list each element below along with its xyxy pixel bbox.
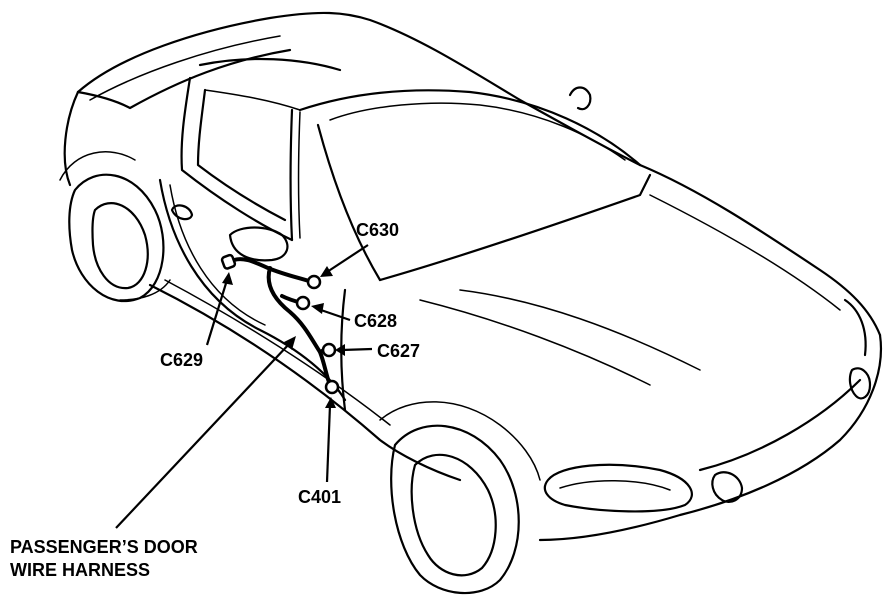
label-c627: C627 <box>377 341 421 361</box>
label-c628: C628 <box>354 311 398 331</box>
label-c629: C629 <box>160 350 204 370</box>
label-c630: C630 <box>356 220 400 240</box>
connector-c628 <box>295 295 311 311</box>
door-wire-harness <box>228 257 332 387</box>
connectors <box>220 253 340 395</box>
connector-c629 <box>220 253 237 270</box>
car-body <box>59 11 882 595</box>
label-harness-line2: WIRE HARNESS <box>10 560 151 580</box>
connector-c630 <box>306 274 322 290</box>
leader-lines <box>115 244 373 529</box>
connector-c401 <box>324 379 340 395</box>
connector-c627 <box>321 342 337 358</box>
label-harness-line1: PASSENGER’S DOOR <box>10 537 198 557</box>
label-c401: C401 <box>298 487 342 507</box>
